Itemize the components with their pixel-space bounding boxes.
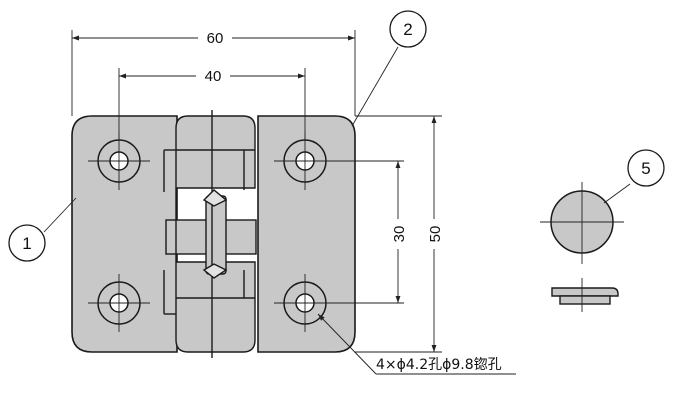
hinge-right-leaf: [257, 115, 356, 353]
dimension-label-50: 50: [427, 226, 444, 243]
callout-2: 2: [351, 10, 427, 127]
dimension-hole-spacing-horizontal: 40: [118, 66, 306, 140]
callout-number-1: 1: [22, 234, 31, 253]
callout-number-5: 5: [641, 159, 650, 178]
hole-center-marks: [88, 132, 404, 332]
dimension-hole-spacing-vertical: 30: [388, 161, 408, 303]
dimension-label-60: 60: [207, 30, 224, 47]
hinge-left-leaf: [71, 115, 178, 353]
cap-side-view: [551, 278, 619, 312]
dimension-label-30: 30: [391, 226, 408, 243]
hole-note: 4×ϕ4.2孔ϕ9.8锪孔: [317, 313, 516, 375]
dimension-overall-height: 50: [355, 115, 444, 353]
hinge-knuckle: [163, 110, 257, 358]
cap-top-view: [540, 182, 624, 264]
callout-5: 5: [603, 149, 665, 204]
hole-note-text: 4×ϕ4.2孔ϕ9.8锪孔: [376, 357, 502, 373]
callout-number-2: 2: [403, 20, 412, 39]
dimension-overall-width: 60: [71, 28, 356, 116]
dimension-label-40: 40: [205, 68, 222, 85]
callout-1: 1: [8, 197, 77, 262]
